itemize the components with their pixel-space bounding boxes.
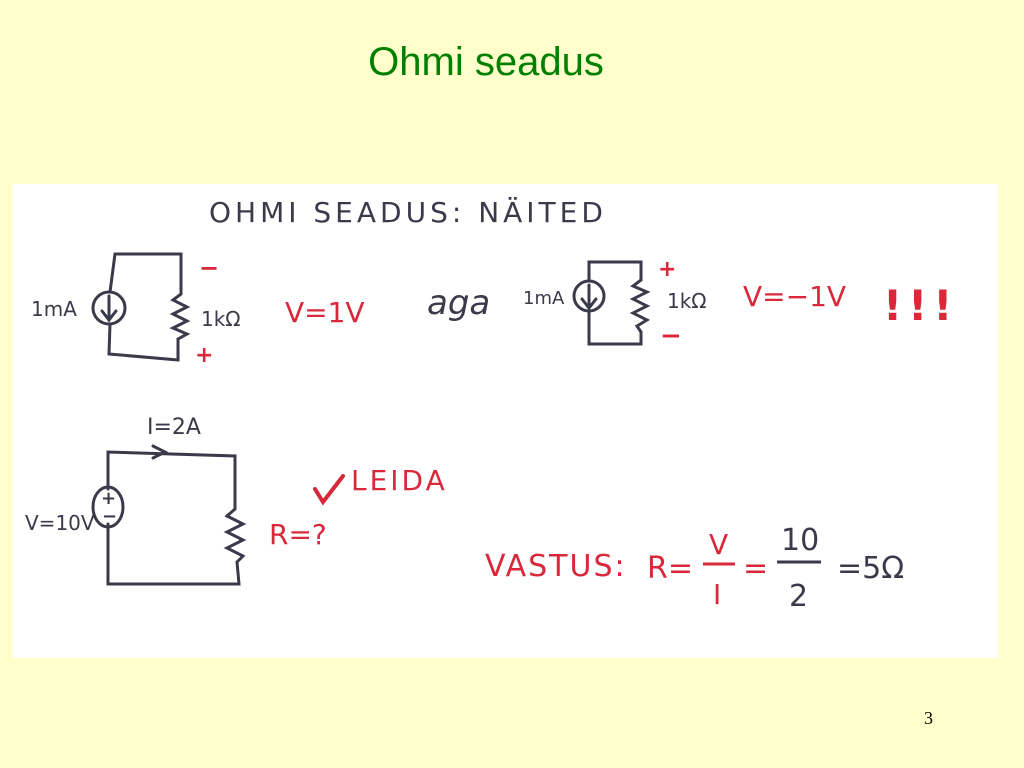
resistor-icon [223,507,247,564]
answer-r: R= [647,551,693,586]
ex3-source-minus: − [102,506,117,527]
voltage-source-icon [91,485,125,529]
frac1-num: V [709,528,728,561]
ex3-voltage: V=10V [25,511,95,535]
resistor-icon [629,278,651,334]
circuit-3 [91,444,247,586]
resistor-icon [169,292,191,341]
scanned-handwritten-page: OHMI SEADUS: NÄITED 1mA 1kΩ − + V=1V aga… [13,184,998,658]
ex3-source-plus: + [101,488,116,509]
fraction-v-over-i: V I [703,528,735,611]
ex1-sign-top: − [199,254,219,282]
find-label: LEIDA [351,464,448,497]
ex1-result: V=1V [285,296,365,329]
answer-label: VASTUS: [485,549,627,584]
slide-title: Ohmi seadus [368,40,604,84]
ex2-current: 1mA [523,288,565,309]
fraction-10-over-2: 10 2 [777,523,821,614]
current-source-icon [572,279,606,313]
page-number: 3 [924,708,933,728]
equals-sign: = [743,551,768,586]
connector-word: aga [427,283,490,323]
checkmark-icon [313,474,345,506]
frac2-den: 2 [789,579,808,614]
frac2-num: 10 [781,523,819,558]
current-arrow-icon [151,444,169,460]
ex3-current: I=2A [147,415,201,440]
ex2-emphasis: !!! [883,281,958,330]
ex2-sign-top: + [658,257,676,282]
ex1-current: 1mA [31,297,77,321]
scan-heading: OHMI SEADUS: NÄITED [209,196,607,229]
ex3-unknown: R=? [269,518,327,551]
circuit-1 [91,252,191,362]
final-answer: =5Ω [837,551,904,586]
ex2-resistance: 1kΩ [667,289,707,313]
ex2-result: V=−1V [743,280,846,313]
frac1-den: I [713,578,721,611]
ex1-resistance: 1kΩ [201,307,241,331]
ex2-sign-bottom: − [660,321,682,351]
circuit-2 [572,260,651,346]
current-source-icon [91,290,127,326]
ex1-sign-bottom: + [195,343,213,368]
